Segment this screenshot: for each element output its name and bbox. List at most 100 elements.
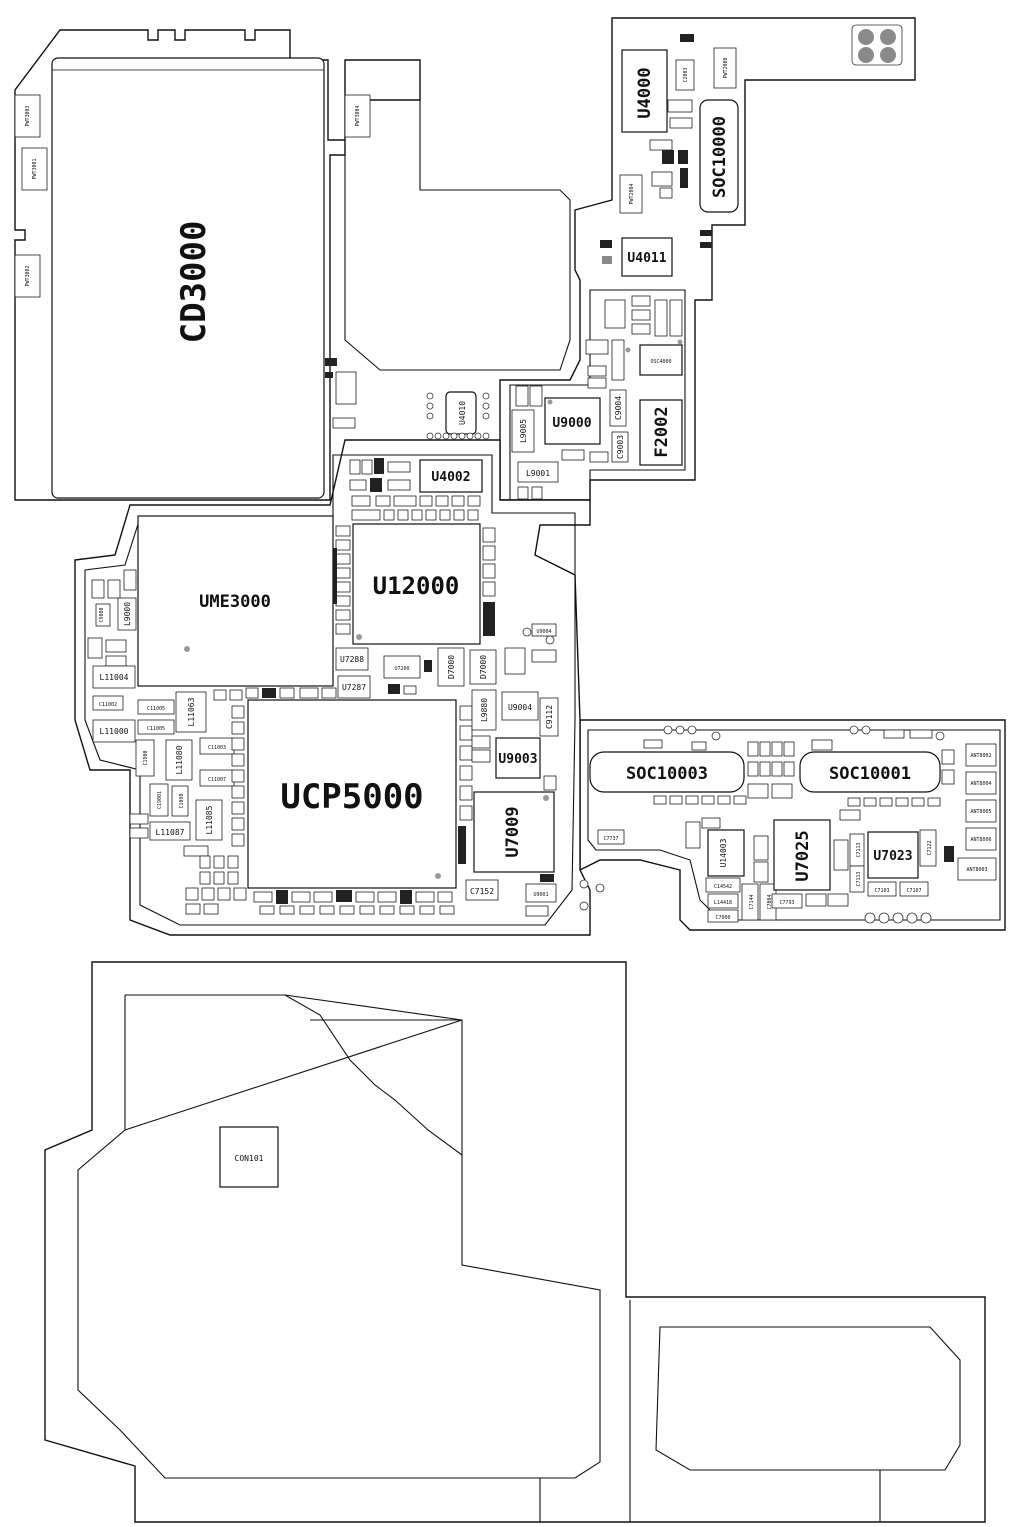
c1900-label: C1900: [143, 750, 149, 765]
c7113-label-a: C7113: [856, 842, 862, 857]
c11007-label: C11007: [208, 777, 226, 783]
chip-u4010-label: U4010: [458, 401, 467, 425]
chip-u4000-outline: [621, 49, 668, 133]
lower-board-outline-left: [44, 961, 986, 1523]
ant8006-label: ANT8006: [970, 837, 991, 843]
l11080-label: L11080: [175, 745, 184, 774]
board-inner-central: [84, 454, 576, 926]
chip-u9000-outline: [544, 397, 601, 445]
l11087-label: L11087: [156, 828, 185, 837]
l11085-label: L11085: [205, 805, 214, 834]
l9005-label: L9005: [519, 419, 528, 443]
u7200-label: U7200: [394, 666, 409, 672]
l11000-label: L11000: [100, 727, 129, 736]
chip-soc10001-label: SOC10001: [829, 764, 911, 784]
chip-soc10000-outline: [699, 99, 739, 213]
chip-cd3000-outline: [51, 57, 325, 499]
pwt2000-label: PWT2000: [723, 57, 729, 78]
cutout-left-upper: [344, 100, 571, 371]
chip-u4002-label: U4002: [431, 470, 470, 485]
left-edge-parts: PWT3003 PWT3001 PWT3002 PWT3004: [14, 94, 371, 429]
central-cluster: U4002 U12000: [333, 458, 557, 699]
lower-board: CON101: [44, 961, 986, 1523]
c11002-label: C11002: [99, 702, 117, 708]
c11003-label: C11003: [208, 745, 226, 751]
chip-u7023-outline: [867, 831, 919, 879]
c9003-label: C9003: [616, 435, 625, 459]
chip-soc10001-outline: [799, 751, 941, 793]
c7000-label: C7000: [715, 915, 730, 921]
pwt3004-label: PWT3004: [355, 105, 361, 126]
lower-board-shield-left: [77, 994, 601, 1479]
chip-ume3000-outline: [137, 515, 334, 687]
c7737-label: C7737: [603, 836, 618, 842]
c7113-label-b: C7113: [856, 871, 862, 886]
chip-ucp5000-outline: [247, 699, 457, 889]
lower-board-panel-right: [655, 1326, 961, 1471]
c7122-label: C7122: [927, 840, 933, 855]
chip-f2002-outline: [639, 399, 683, 466]
chip-soc10000-label: SOC10000: [710, 116, 730, 198]
ant8004-label: ANT8004: [970, 781, 991, 787]
c7793-label: C7793: [779, 900, 794, 906]
l11004-label: L11004: [100, 673, 129, 682]
right-upper-module: U4000 SOC10000 PWT2000 C2003 PWT2004 U40…: [600, 24, 903, 277]
left-column-parts: C9000 L9000 L11004 C11002 L11000 C11005 …: [87, 569, 235, 857]
d7000-label-b: D7000: [479, 655, 488, 679]
chip-con101-outline: [219, 1126, 279, 1188]
c1090-label: C1090: [179, 793, 185, 808]
u9004-label-2: U9004: [508, 703, 532, 712]
u7287-label: U7287: [342, 683, 366, 692]
chip-u4011-outline: [621, 237, 673, 277]
l9001-label: L9001: [526, 469, 550, 478]
ucp5000-surround: [185, 687, 491, 915]
u9003-area: L9880 U9004 C9112 U9003 U7009 C7152 U900…: [465, 689, 605, 917]
chip-ume3000-label: UME3000: [199, 592, 271, 612]
right-horizontal-module: SOC10003 SOC10001: [587, 725, 1001, 924]
c9004-label: C9004: [614, 396, 623, 420]
l9000-label: L9000: [123, 602, 132, 626]
c7103-label: C7103: [874, 888, 889, 894]
chip-u4002-outline: [419, 459, 483, 493]
u9001-label: U9001: [533, 892, 548, 898]
l14418-label: L14418: [714, 900, 732, 906]
c19001-label: C19001: [157, 791, 163, 809]
c14542-label: C14542: [714, 884, 732, 890]
u14003-label: U14003: [719, 838, 728, 867]
c7107-label: C7107: [906, 888, 921, 894]
chip-soc10003-label: SOC10003: [626, 764, 708, 784]
c9000-label: C9000: [99, 607, 105, 622]
pwt3001-label: PWT3001: [32, 158, 38, 179]
c7004-label: C7004: [767, 894, 773, 909]
u4010-area: U4010: [426, 391, 490, 440]
c11005-label-a: C11005: [147, 706, 165, 712]
chip-u7009-outline: [473, 791, 555, 873]
chip-u7023-label: U7023: [873, 849, 912, 864]
chip-u7009-label: U7009: [503, 806, 523, 857]
u7288-label: U7288: [340, 655, 364, 664]
chip-ucp5000-label: UCP5000: [280, 777, 423, 817]
chip-u12000-label: U12000: [373, 572, 460, 600]
l11063-label: L11063: [187, 697, 196, 726]
chip-u7025-outline: [773, 819, 831, 891]
d7000-label-a: D7000: [447, 655, 456, 679]
c11005-label-b: C11005: [147, 726, 165, 732]
u9004-label: U9004: [536, 629, 551, 635]
chip-u12000-outline: [352, 523, 481, 645]
pwt2004-label: PWT2004: [629, 183, 635, 204]
ant8002-label: ANT8002: [970, 753, 991, 759]
pwt3003-label: PWT3003: [25, 105, 31, 126]
u9000-module: OSC4000 F2002 U9000 L9005 L9001 C9004 C9…: [509, 289, 686, 501]
c9112-label: C9112: [545, 705, 554, 729]
c7144-label: C7144: [749, 894, 755, 909]
chip-f2002-label: F2002: [652, 406, 672, 457]
chip-u9003-outline: [495, 737, 541, 779]
chip-u9003-label: U9003: [498, 752, 537, 767]
chip-con101-label: CON101: [235, 1154, 264, 1163]
chip-cd3000-label: CD3000: [174, 221, 214, 344]
c2003-label: C2003: [683, 67, 689, 82]
l9880-label: L9880: [480, 698, 489, 722]
chip-u7025-label: U7025: [793, 830, 813, 881]
pwt3002-label: PWT3002: [25, 265, 31, 286]
